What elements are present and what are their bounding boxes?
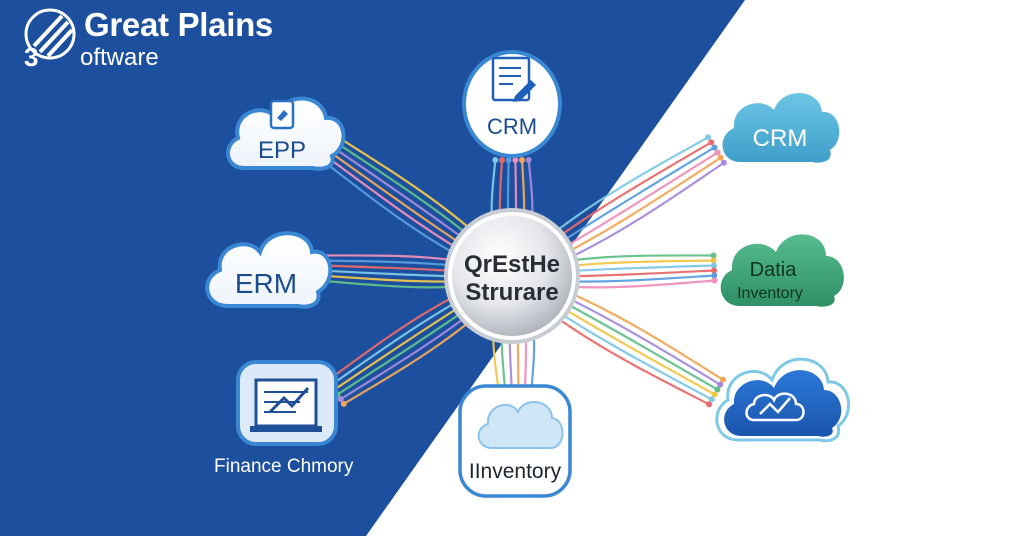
node-label-epp: EPP (258, 137, 306, 164)
cloud-icon (205, 231, 333, 309)
connector-endpoint (337, 396, 344, 403)
connector-endpoint (519, 157, 525, 163)
connector-endpoint (499, 157, 505, 163)
logo-mark: 3 (24, 42, 39, 72)
node-crm-right[interactable]: CRM (722, 92, 840, 163)
hub-circle (448, 212, 576, 340)
logo-title: Great Plains (84, 6, 273, 43)
connector-endpoint (720, 159, 727, 166)
node-finance[interactable] (236, 360, 338, 446)
connector-endpoint (711, 144, 718, 151)
cloud-chart-icon (745, 392, 805, 422)
node-datia-inventory[interactable]: Datia Inventory (720, 234, 844, 307)
cloud-outline-ring (715, 357, 850, 443)
node-label-crm-top: CRM (487, 114, 537, 139)
connector-endpoint (710, 252, 717, 259)
hub-node[interactable]: QrEstHe Strurare (444, 208, 580, 344)
connector-endpoint (708, 139, 715, 146)
connector-endpoint (711, 391, 718, 398)
node-label-datia-inventory: Inventory (737, 285, 803, 302)
connector-endpoint (714, 386, 721, 393)
node-label-inventory: IInventory (469, 460, 562, 483)
connector-endpoint (705, 401, 712, 408)
node-crm-top[interactable]: CRM (462, 50, 562, 158)
cloud-icon (722, 92, 840, 163)
connector-endpoint (711, 272, 718, 279)
stripe-badge-icon (269, 99, 295, 130)
connector-endpoint (720, 376, 727, 383)
crm-top-circle (462, 50, 562, 158)
node-label-finance: Finance Chmory (214, 456, 354, 477)
node-label-datia: Datia (750, 259, 798, 281)
connector-endpoint (711, 277, 718, 284)
document-icon (491, 56, 536, 102)
connector-endpoint (525, 157, 532, 163)
node-label-crm-right: CRM (753, 125, 808, 152)
connector-endpoint (340, 400, 347, 407)
hub-label-line1: QrEstHe (464, 251, 560, 278)
node-inventory[interactable]: IInventory (458, 384, 572, 498)
connector-endpoint (714, 149, 721, 156)
connector-endpoint (711, 267, 718, 274)
cloud-icon (226, 96, 346, 171)
connector-endpoint (710, 262, 717, 269)
connector-endpoint (710, 257, 717, 264)
connector-endpoint (717, 381, 724, 388)
connector-endpoint (505, 157, 512, 163)
connector-endpoint (512, 157, 519, 163)
connector-endpoint (492, 157, 499, 163)
hub-label-line2: Strurare (465, 279, 558, 306)
connector-endpoint (705, 134, 712, 141)
cloud-icon (477, 401, 564, 449)
connector-endpoint (717, 154, 724, 161)
node-erm[interactable]: ERM (205, 231, 333, 309)
cloud-icon (720, 234, 844, 307)
stripe-logo-icon (24, 8, 76, 60)
logo-subtitle: oftware (80, 44, 159, 71)
monitor-chart-icon (250, 378, 322, 432)
node-label-erm: ERM (235, 268, 297, 299)
node-cloud-chart[interactable] (715, 357, 850, 443)
connector-endpoint (708, 396, 715, 403)
node-epp[interactable]: EPP (226, 96, 346, 171)
